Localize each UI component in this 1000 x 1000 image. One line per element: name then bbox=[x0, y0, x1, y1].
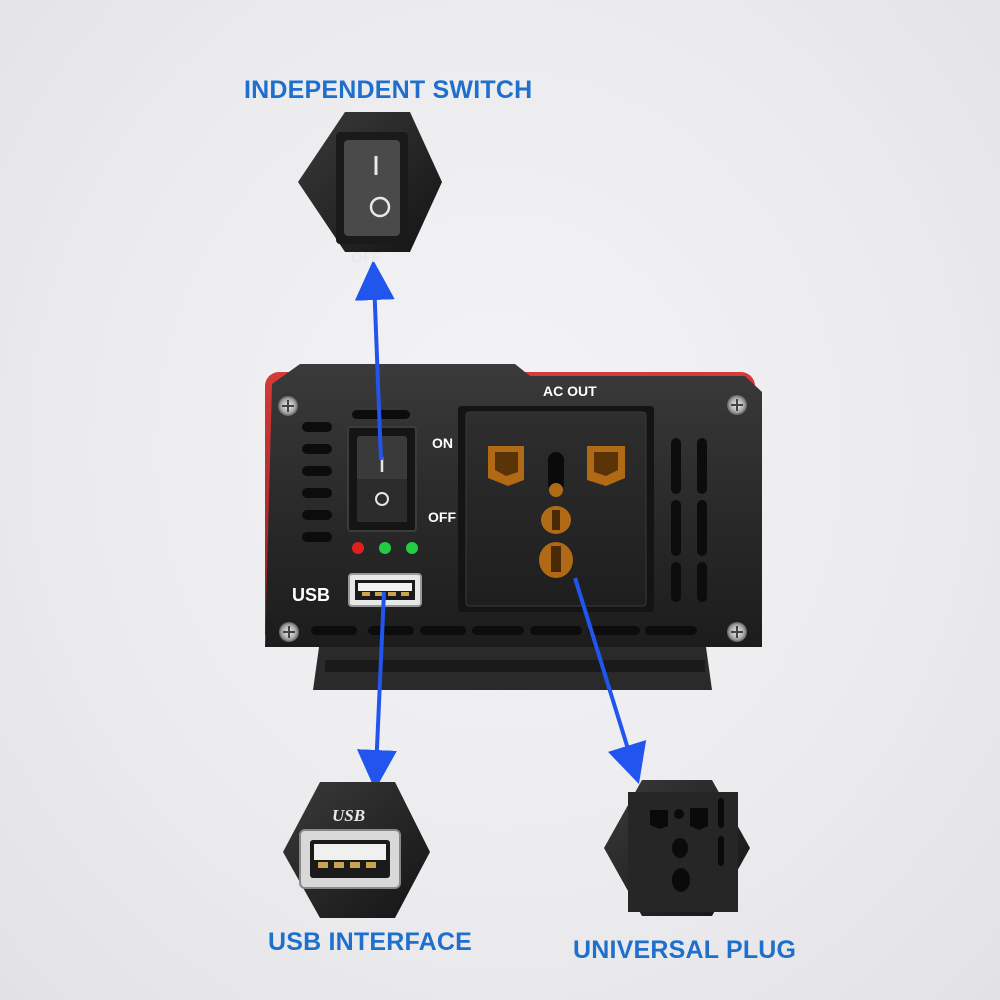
callout-arrows bbox=[354, 260, 647, 790]
led-indicator bbox=[379, 542, 391, 554]
off-label: OFF bbox=[428, 509, 456, 525]
indicator-leds bbox=[352, 542, 418, 554]
off-mark-icon bbox=[369, 196, 391, 218]
led-indicator bbox=[352, 542, 364, 554]
plug-zoom-inset bbox=[604, 780, 750, 916]
independent-switch-label: INDEPENDENT SWITCH bbox=[244, 76, 533, 104]
usb-zoom-inset: USB bbox=[283, 782, 430, 918]
led-indicator bbox=[406, 542, 418, 554]
universal-socket[interactable] bbox=[458, 406, 654, 612]
usb-interface-label: USB INTERFACE bbox=[268, 928, 473, 956]
arrow-to-plug bbox=[573, 577, 647, 785]
front-panel: ON OFF USB AC OUT bbox=[265, 364, 762, 647]
usb-port[interactable] bbox=[348, 573, 422, 607]
switch-zoom-inset: OFF bbox=[298, 112, 442, 266]
usb-label: USB bbox=[292, 585, 330, 605]
zoom-off-text: OFF bbox=[351, 249, 381, 266]
ac-out-label: AC OUT bbox=[543, 383, 597, 399]
arrow-to-switch bbox=[354, 260, 395, 461]
vent-slots-right bbox=[671, 438, 707, 602]
off-mark-icon bbox=[375, 492, 389, 506]
rocker-switch[interactable] bbox=[347, 426, 417, 532]
arrow-to-usb bbox=[356, 591, 397, 790]
zoom-usb-text: USB bbox=[332, 806, 365, 825]
on-label: ON bbox=[432, 435, 453, 451]
universal-plug-label: UNIVERSAL PLUG bbox=[573, 936, 797, 964]
vent-slots-left bbox=[302, 410, 410, 542]
vent-slots-bottom bbox=[311, 626, 697, 635]
